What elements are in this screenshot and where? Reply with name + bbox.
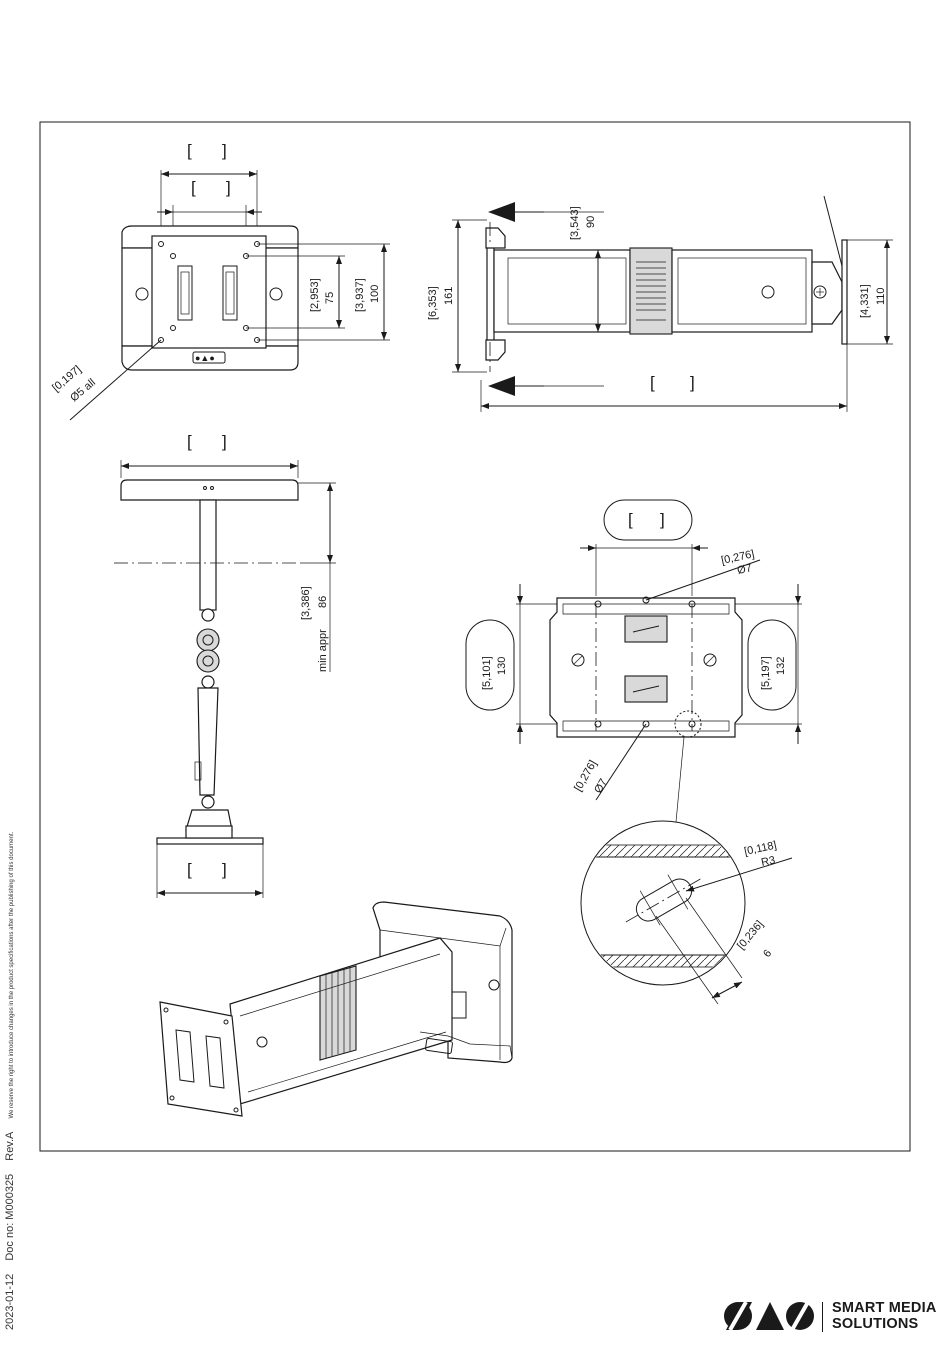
- brand-logo: SMART MEDIA SOLUTIONS: [722, 1298, 947, 1338]
- dim-110-inch: [4,331]: [859, 284, 871, 318]
- dim-86-inch: [3,386]: [300, 586, 312, 620]
- dim-130-mm: 130: [496, 657, 508, 675]
- empty-bracket-label: ]: [690, 373, 695, 392]
- wall-plate-view: [ ] [5,101] 130: [465, 499, 802, 823]
- empty-bracket-label: ]: [222, 432, 227, 451]
- dim-132-mm: 132: [775, 657, 787, 675]
- brand-line-2: SOLUTIONS: [832, 1316, 919, 1332]
- empty-bracket-label: [: [187, 860, 192, 879]
- dim-100-mm: 100: [369, 285, 381, 303]
- brand-name: SMART MEDIA SOLUTIONS: [832, 1300, 937, 1332]
- front-view: [ ] [ ] ●▲● [2,953] 7: [50, 141, 390, 421]
- empty-bracket-label: [: [650, 373, 655, 392]
- top-view: [3,543] 90 [6,353] 161 [4,331] 110 [ ]: [427, 195, 893, 412]
- dim-86-note: min appr: [317, 629, 329, 672]
- dim-75-inch: [2,953]: [309, 278, 321, 312]
- dim-130-inch: [5,101]: [481, 656, 493, 690]
- empty-bracket-label: ]: [222, 860, 227, 879]
- hole-top-mm: Ø7: [736, 562, 753, 577]
- empty-bracket-label: [: [191, 178, 196, 197]
- dim-110-mm: 110: [875, 287, 887, 305]
- dim-90-inch: [3,543]: [569, 206, 581, 240]
- hole-bottom-mm: Ø7: [592, 777, 610, 796]
- drawing-frame: [39, 121, 911, 1152]
- isometric-view: [159, 901, 513, 1117]
- dim-161-inch: [6,353]: [427, 286, 439, 320]
- side-view: [ ] [ ] [3,386] 86 min appr: [114, 432, 336, 898]
- empty-bracket-label: [: [628, 510, 633, 529]
- sms-logo-icon: [724, 1301, 814, 1331]
- brand-line-1: SMART MEDIA: [832, 1300, 937, 1316]
- empty-bracket-label: ]: [222, 141, 227, 160]
- radius-mm: R3: [760, 854, 776, 869]
- brand-separator: [822, 1302, 823, 1332]
- dim-86-mm: 86: [317, 596, 329, 608]
- empty-bracket-label: ]: [660, 510, 665, 529]
- dim-90-mm: 90: [585, 216, 597, 228]
- dim-100-inch: [3,937]: [354, 278, 366, 312]
- empty-bracket-label: [: [187, 141, 192, 160]
- dim-75-mm: 75: [324, 292, 336, 304]
- sms-logo-icon: ●▲●: [195, 353, 215, 363]
- detail-view: [0,118] R3 [0,236] 6: [580, 820, 793, 1005]
- empty-bracket-label: [: [187, 432, 192, 451]
- width-mm: 6: [761, 948, 774, 960]
- width-inch: [0,236]: [735, 918, 766, 951]
- dim-132-inch: [5,197]: [760, 656, 772, 690]
- dim-161-mm: 161: [443, 287, 455, 305]
- empty-bracket-label: ]: [226, 178, 231, 197]
